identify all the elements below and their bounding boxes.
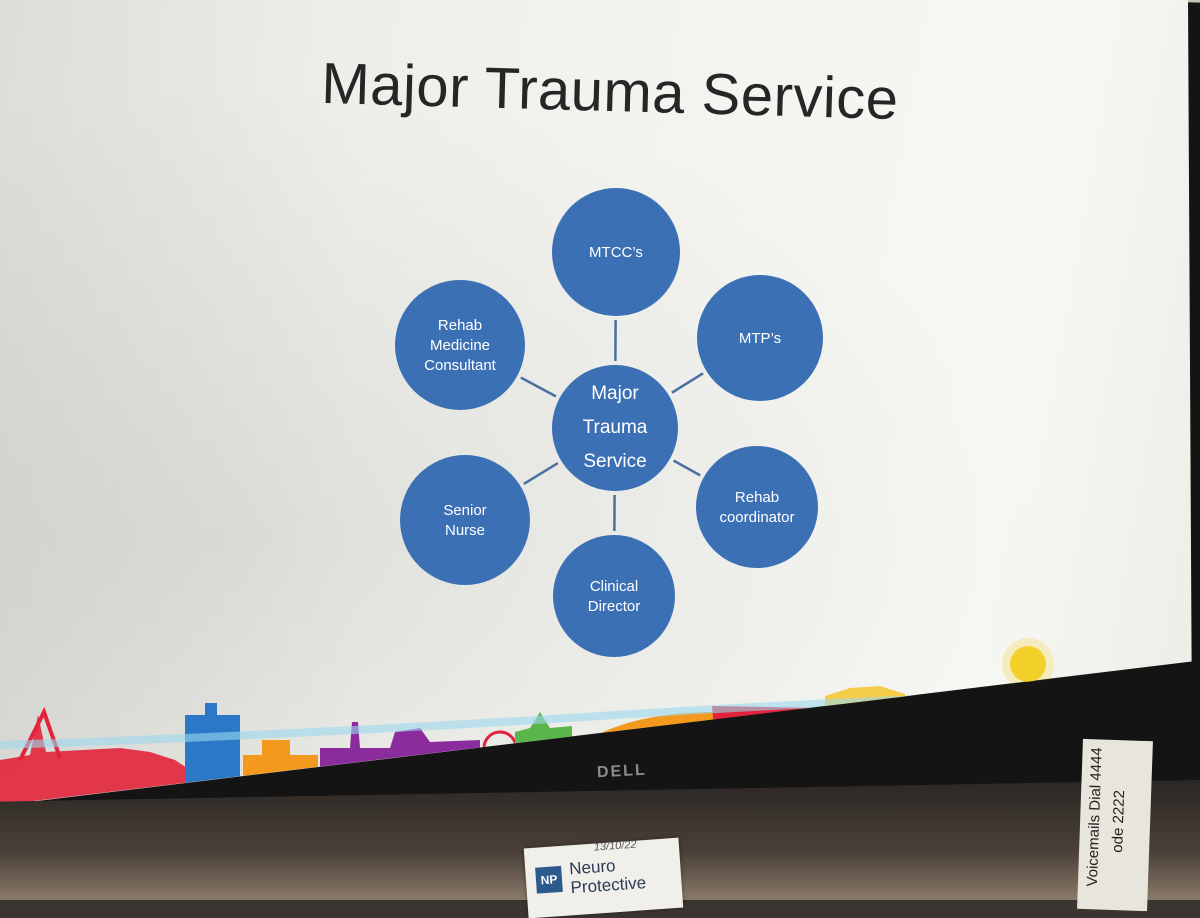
side-note-line1: Voicemails Dial 4444 [1084,747,1106,887]
np-logo: NP [535,866,563,894]
sun-glow [1002,638,1054,690]
teal-pier [905,676,1165,720]
card-text-line2: Protective [570,873,647,898]
phone-instructions-note: Voicemails Dial 4444 ode 2222 [1077,739,1153,911]
blue-tower-top [205,703,217,717]
stadium-shape [0,715,190,805]
yellow-building [825,686,905,728]
side-note-line2: ode 2222 [1109,790,1128,853]
observation-wheel [484,732,516,764]
skyline-group [0,638,1190,805]
dell-logo: DELL [597,762,648,783]
handwritten-date: 13/10/22 [593,839,637,854]
orange-castle [243,740,318,785]
water-line [0,690,1190,745]
neuro-protective-card: NP 13/10/22 Neuro Protective [524,838,684,918]
blue-tower [185,715,240,790]
